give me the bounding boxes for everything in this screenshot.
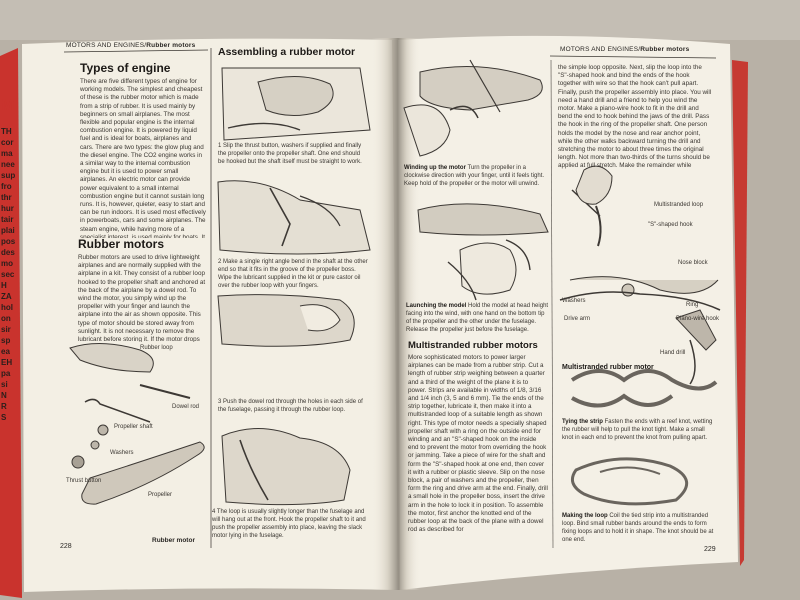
multistranded-heading: Multistranded rubber motors	[408, 340, 538, 351]
propeller-shape	[81, 441, 205, 505]
launching-title: Launching the model	[406, 303, 467, 309]
cover-edge-text: M TH cor ma nee sup fro thr hur tair plai pos des mo s…	[1, 86, 21, 506]
label-piano-wire-hook: Piano-wire hook	[676, 316, 720, 322]
making-caption: Making the loop Coil the tied strip into…	[562, 512, 716, 546]
label-drive-arm: Drive arm	[564, 316, 591, 322]
label-washers: Washers	[110, 450, 134, 456]
types-of-engine-heading: Types of engine	[80, 61, 171, 75]
tying-title: Tying the strip	[562, 419, 603, 425]
rubber-motors-body: Rubber motors are used to drive lightwei…	[78, 254, 206, 342]
label-propeller-shaft: Propeller shaft	[114, 424, 153, 430]
multistranded-illustrations	[559, 165, 721, 506]
rubber-motors-heading: Rubber motors	[78, 237, 165, 251]
cover-fragment: des	[1, 248, 15, 257]
label-propeller: Propeller	[148, 492, 173, 498]
right-running-head-prefix: MOTORS AND ENGINES/	[560, 46, 641, 53]
cover-fragment: thr	[1, 193, 12, 202]
cover-fragment: fro	[1, 182, 12, 191]
rubber-loop-shape	[69, 342, 154, 373]
assembly-illustrations	[217, 67, 371, 506]
cover-fragment: pos	[1, 237, 16, 246]
cover-fragment: sir	[1, 325, 11, 334]
cover-fragment: cor	[1, 138, 14, 147]
kit-illustration	[69, 342, 205, 505]
multistranded-motor-title: Multistranded rubber motor	[562, 364, 654, 371]
tying-body: Fasten the ends with a reef knot, wettin…	[562, 419, 713, 441]
right-page-paper	[398, 35, 738, 591]
cover-fragment: sup	[1, 171, 16, 180]
column-two-body: the simple loop opposite. Next, slip the…	[558, 64, 712, 170]
label-hand-drill: Hand drill	[660, 350, 686, 356]
left-footer: Rubber motor	[152, 537, 195, 544]
cover-fragment: plai	[1, 226, 15, 235]
cover-fragment: mo	[1, 259, 13, 268]
cover-fragment: tair	[1, 215, 14, 224]
label-thrust-button: Thrust button	[66, 478, 102, 484]
cover-fragment: N	[1, 391, 7, 400]
cover-fragment: sec	[1, 270, 15, 279]
cover-fragment: si	[1, 380, 8, 389]
label-washers-right: Washers	[562, 298, 586, 304]
cover-fragment: S	[1, 413, 7, 422]
step-4-caption: 4 The loop is usually slightly longer th…	[212, 509, 366, 539]
step-3-caption: 3 Push the dowel rod through the holes i…	[218, 399, 363, 413]
cover-fragment: hol	[1, 303, 13, 312]
making-title: Making the loop	[562, 513, 608, 519]
cover-fragment: hur	[1, 204, 14, 213]
cover-fragment: pa	[1, 369, 11, 378]
left-running-head-prefix: MOTORS AND ENGINES/	[66, 42, 147, 49]
launching-caption: Launching the model Hold the model at he…	[406, 302, 550, 338]
cover-fragment: ea	[1, 347, 10, 356]
winding-body: Turn the propeller in a clockwise direct…	[404, 165, 545, 187]
label-ring: Ring	[686, 302, 699, 308]
cover-fragment: ZA	[1, 292, 12, 301]
label-rubber-loop: Rubber loop	[140, 345, 173, 351]
winding-caption: Winding up the motor Turn the propeller …	[404, 164, 548, 194]
right-running-head: MOTORS AND ENGINES/Rubber motors	[560, 46, 689, 53]
step-2-caption: 2 Make a single right angle bend in the …	[218, 259, 368, 289]
types-of-engine-body: There are five different types of engine…	[80, 78, 206, 238]
left-page-number: 228	[60, 543, 72, 550]
cover-fragment: H	[1, 281, 7, 290]
label-s-hook: "S"-shaped hook	[648, 222, 693, 228]
right-page-number: 229	[704, 546, 716, 553]
cover-fragment: sp	[1, 336, 11, 345]
multistranded-body: More sophisticated motors to power large…	[408, 354, 548, 534]
assembling-heading: Assembling a rubber motor	[218, 46, 356, 58]
book-cover-right	[732, 60, 748, 566]
winding-title: Winding up the motor	[404, 165, 466, 171]
label-nose-block: Nose block	[678, 260, 708, 266]
launching-body: Hold the model at head height facing int…	[406, 303, 549, 333]
book-cover-left	[0, 48, 22, 598]
cover-fragment: nee	[1, 160, 15, 169]
step-1-caption: 1 Slip the thrust button, washers if sup…	[218, 143, 362, 165]
cover-fragment: EH	[1, 358, 13, 367]
cover-fragment: M	[1, 97, 15, 114]
left-running-head-bold: Rubber motors	[146, 42, 196, 49]
tying-caption: Tying the strip Fasten the ends with a r…	[562, 418, 716, 452]
cover-fragment: ma	[1, 149, 13, 158]
label-dowel-rod: Dowel rod	[172, 404, 200, 410]
label-multistranded-loop: Multistranded loop	[654, 202, 704, 208]
launching-illustration	[417, 203, 549, 301]
cover-fragment: R	[1, 402, 7, 411]
right-running-head-bold: Rubber motors	[640, 46, 690, 53]
cover-fragment: TH	[1, 127, 12, 136]
winding-illustration	[403, 59, 543, 157]
cover-fragment: on	[1, 314, 11, 323]
making-body: Coil the tied strip into a multistranded…	[562, 513, 714, 543]
left-running-head: MOTORS AND ENGINES/Rubber motors	[66, 42, 195, 49]
